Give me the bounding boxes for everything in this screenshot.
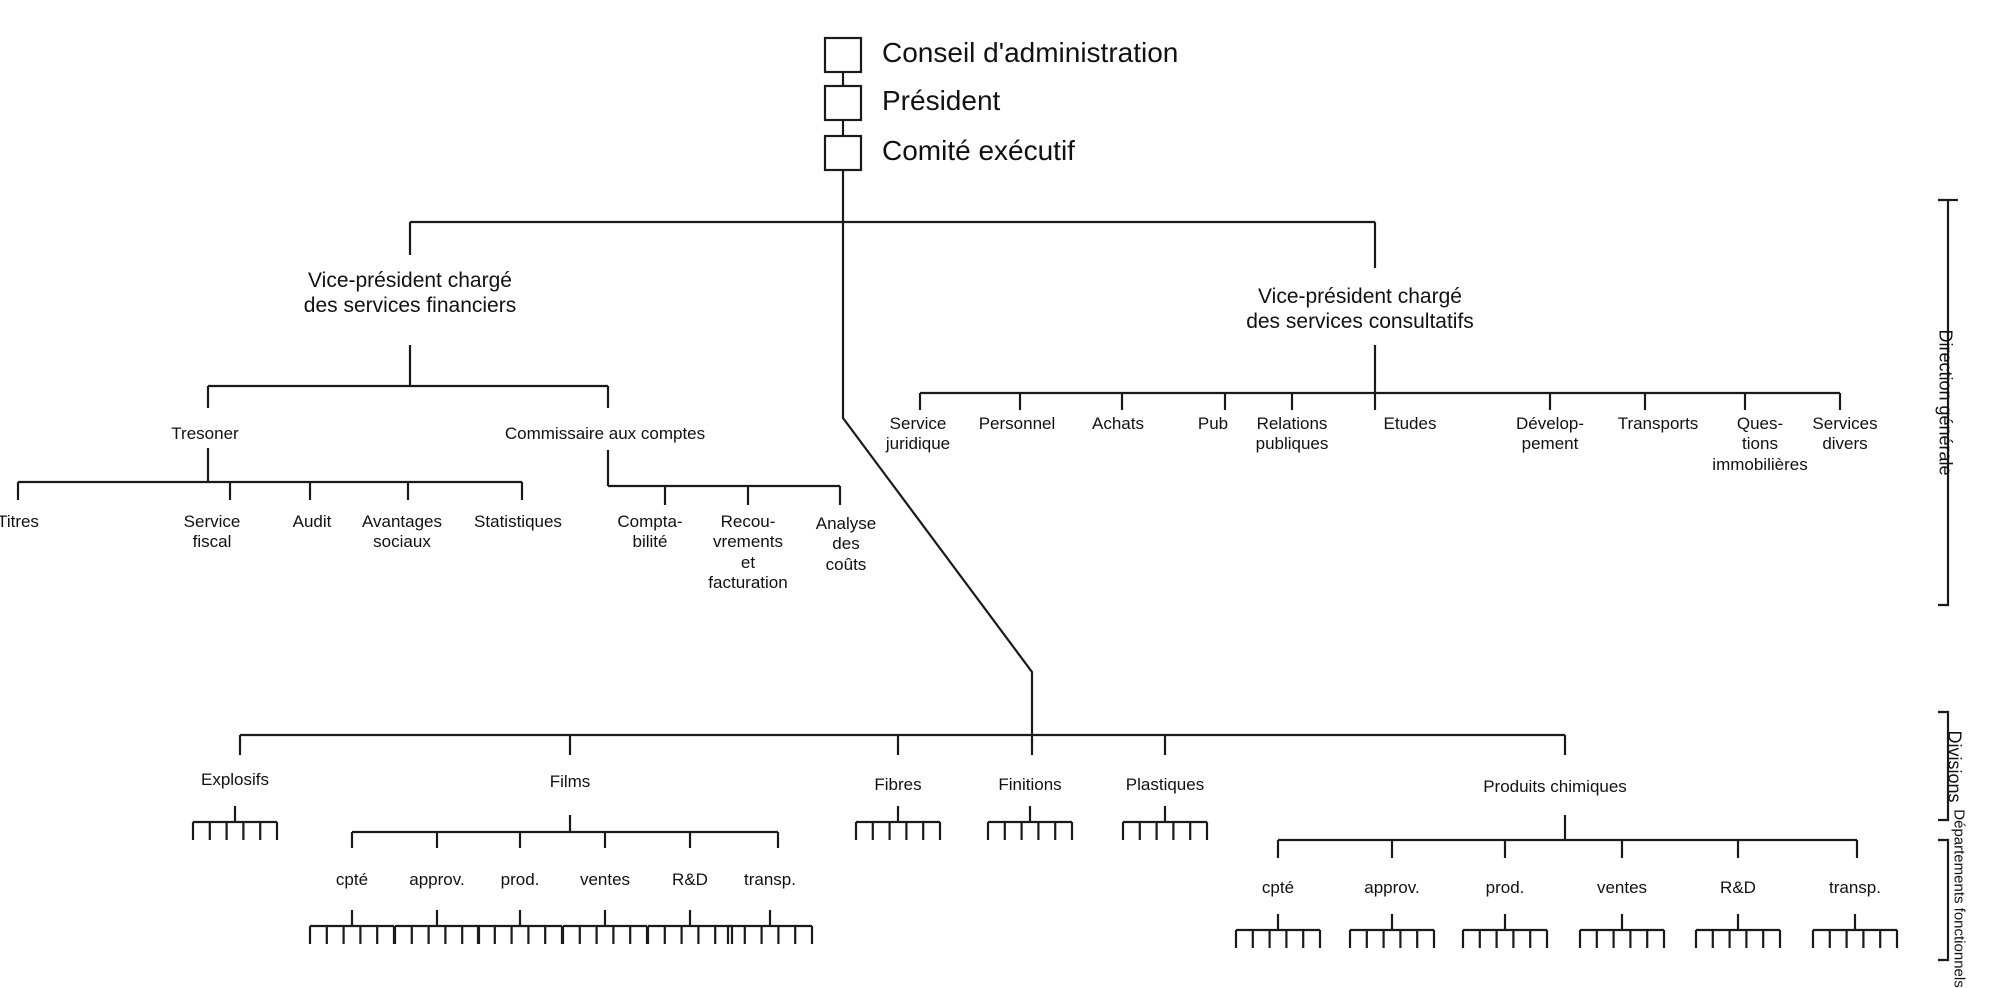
chem-dept-label: R&D <box>1720 878 1756 897</box>
treasurer-child: Statistiques <box>474 512 562 531</box>
auditor-label: Commissaire aux comptes <box>504 424 706 443</box>
chem-dept-label: cpté <box>1261 878 1295 897</box>
consult-child: Pub <box>1197 414 1229 433</box>
auditor-child: Compta- bilité <box>617 512 683 552</box>
treasurer-child: Audit <box>292 512 332 531</box>
executive-box <box>823 134 863 172</box>
division-label: Plastiques <box>1125 775 1205 794</box>
consult-child: Relations publiques <box>1255 414 1329 454</box>
consult-child: Ques- tions immobilières <box>1712 414 1808 474</box>
division-trunk <box>841 222 1034 735</box>
division-label: Explosifs <box>200 770 270 789</box>
functional-bracket <box>1938 838 1950 962</box>
functional-departments-side-label: Départements fonctionnels <box>1950 809 1968 988</box>
consult-drops <box>918 393 1842 410</box>
board-label: Conseil d'administration <box>882 37 1179 68</box>
vp-consulting-label: Vice-président chargé des services consu… <box>1246 285 1474 334</box>
president-box <box>823 84 863 122</box>
chem-dept-label: approv. <box>1364 878 1420 897</box>
consult-child: Service juridique <box>885 414 951 454</box>
divisions-side-label: Divisions <box>1944 730 1965 803</box>
consult-child: Achats <box>1092 414 1144 433</box>
films-dept-label: prod. <box>500 870 540 889</box>
films-dept-label: approv. <box>409 870 465 889</box>
films-dept-label: transp. <box>744 870 796 889</box>
board-box <box>823 36 863 74</box>
executive-committee-label: Comité exécutif <box>882 135 1075 166</box>
division-drops <box>238 735 1567 755</box>
vp-finance-label: Vice-président chargé des services finan… <box>303 269 517 318</box>
treasurer-child: Avantages sociaux <box>361 512 443 552</box>
films-dept-label: cpté <box>335 870 369 889</box>
chem-dept-label: transp. <box>1829 878 1881 897</box>
treasurer-child: Titres <box>0 512 39 531</box>
comb-symbols <box>191 806 1899 948</box>
consult-child: Personnel <box>978 414 1056 433</box>
consult-child: Services divers <box>1812 414 1878 454</box>
chem-dept-label: prod. <box>1485 878 1525 897</box>
chem-dept-label: ventes <box>1596 878 1648 897</box>
treasurer-child: Service fiscal <box>183 512 241 552</box>
consult-child: Etudes <box>1383 414 1437 433</box>
films-dept-label: ventes <box>579 870 631 889</box>
auditor-child: Analyse des coûts <box>815 514 877 574</box>
consult-child: Dévelop- pement <box>1515 414 1585 454</box>
auditor-child: Recou- vrements et facturation <box>708 512 788 593</box>
president-label: Président <box>882 85 1001 116</box>
division-label: Fibres <box>874 775 922 794</box>
general-management-side-label: Direction générale <box>1935 329 1956 476</box>
division-label: Finitions <box>998 775 1062 794</box>
division-label: Produits chimiques <box>1483 777 1627 796</box>
direction-bracket <box>1938 198 1950 607</box>
treasurer-label: Tresoner <box>171 424 239 443</box>
division-label: Films <box>549 772 591 791</box>
divisions-bracket <box>1938 710 1950 822</box>
consult-child: Transports <box>1617 414 1699 433</box>
films-dept-label: R&D <box>672 870 708 889</box>
dept-drops <box>350 832 1859 858</box>
